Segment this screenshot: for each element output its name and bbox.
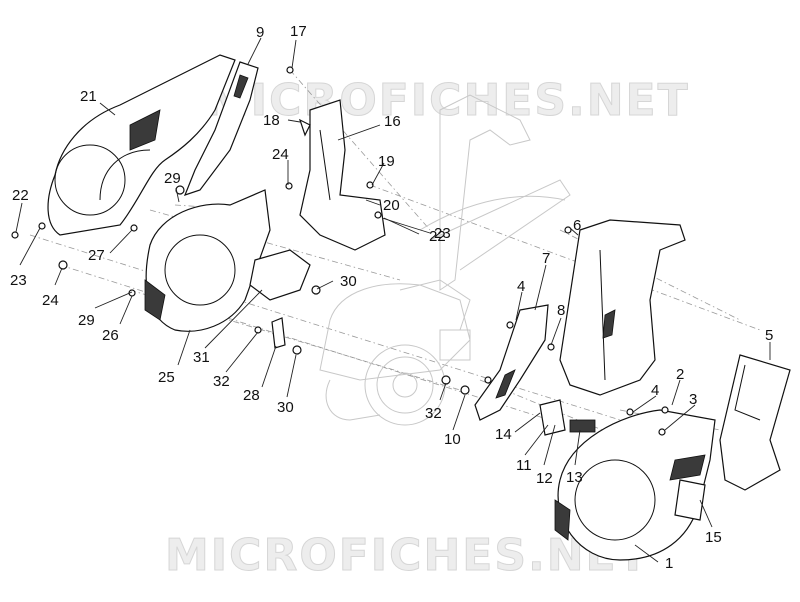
- callout-22b: 22: [429, 228, 446, 245]
- callout-3: 3: [689, 391, 697, 408]
- part-1-outer-cover: [554, 409, 716, 561]
- callout-24b: 24: [42, 292, 59, 309]
- callout-1: 1: [665, 555, 673, 572]
- callout-9: 9: [256, 24, 264, 41]
- callout-16: 16: [384, 113, 401, 130]
- callout-4a: 4: [517, 278, 525, 295]
- callout-20: 20: [383, 197, 400, 214]
- callout-4b: 4: [651, 382, 659, 399]
- part-5-panel: [719, 354, 791, 491]
- part-31-bracket: [249, 249, 311, 301]
- leader-lines: [15, 37, 771, 563]
- callout-29b: 29: [164, 170, 181, 187]
- callout-22a: 22: [12, 187, 29, 204]
- part-16-frame-bracket: [299, 99, 386, 251]
- part-28-clip: [271, 317, 286, 349]
- part-9-trim-strip: [183, 61, 259, 196]
- callout-11: 11: [516, 457, 532, 474]
- callout-32a: 32: [213, 373, 230, 390]
- part-25-inner-cover: [144, 189, 271, 332]
- callout-30b: 30: [277, 399, 294, 416]
- callout-31: 31: [193, 349, 210, 366]
- callout-17: 17: [290, 23, 307, 40]
- callout-24a: 24: [272, 146, 289, 163]
- callout-23a: 23: [10, 272, 27, 289]
- callout-2: 2: [676, 366, 684, 383]
- part-15-pad: [674, 479, 706, 521]
- part-6-side-panel: [559, 219, 686, 396]
- callout-15: 15: [705, 529, 722, 546]
- frame-ghost-outline: [319, 94, 571, 426]
- callout-12: 12: [536, 470, 553, 487]
- callout-32b: 32: [425, 405, 442, 422]
- callout-26: 26: [102, 327, 119, 344]
- callout-5: 5: [765, 327, 773, 344]
- callout-6: 6: [573, 217, 581, 234]
- callout-27: 27: [88, 247, 105, 264]
- callout-19: 19: [378, 153, 395, 170]
- callout-8: 8: [557, 302, 565, 319]
- callout-14: 14: [495, 426, 512, 443]
- callout-28: 28: [243, 387, 260, 404]
- callout-18: 18: [263, 112, 280, 129]
- callout-30a: 30: [340, 273, 357, 290]
- callout-13: 13: [566, 469, 583, 486]
- part-21-belt-cover: [47, 54, 236, 236]
- callout-29a: 29: [78, 312, 95, 329]
- callout-21: 21: [80, 88, 97, 105]
- part-7-guide: [474, 304, 549, 421]
- callout-7: 7: [542, 250, 550, 267]
- callout-23b: 23: [434, 225, 451, 242]
- callout-25: 25: [158, 369, 175, 386]
- small-hardware: [11, 66, 669, 436]
- callout-labels: 1 2 3 4 4 5 6 7 8 9 10 11 12 13 14 15 16…: [10, 23, 773, 572]
- watermark-top: MICROFICHES.NET: [205, 75, 690, 126]
- callout-10: 10: [444, 431, 461, 448]
